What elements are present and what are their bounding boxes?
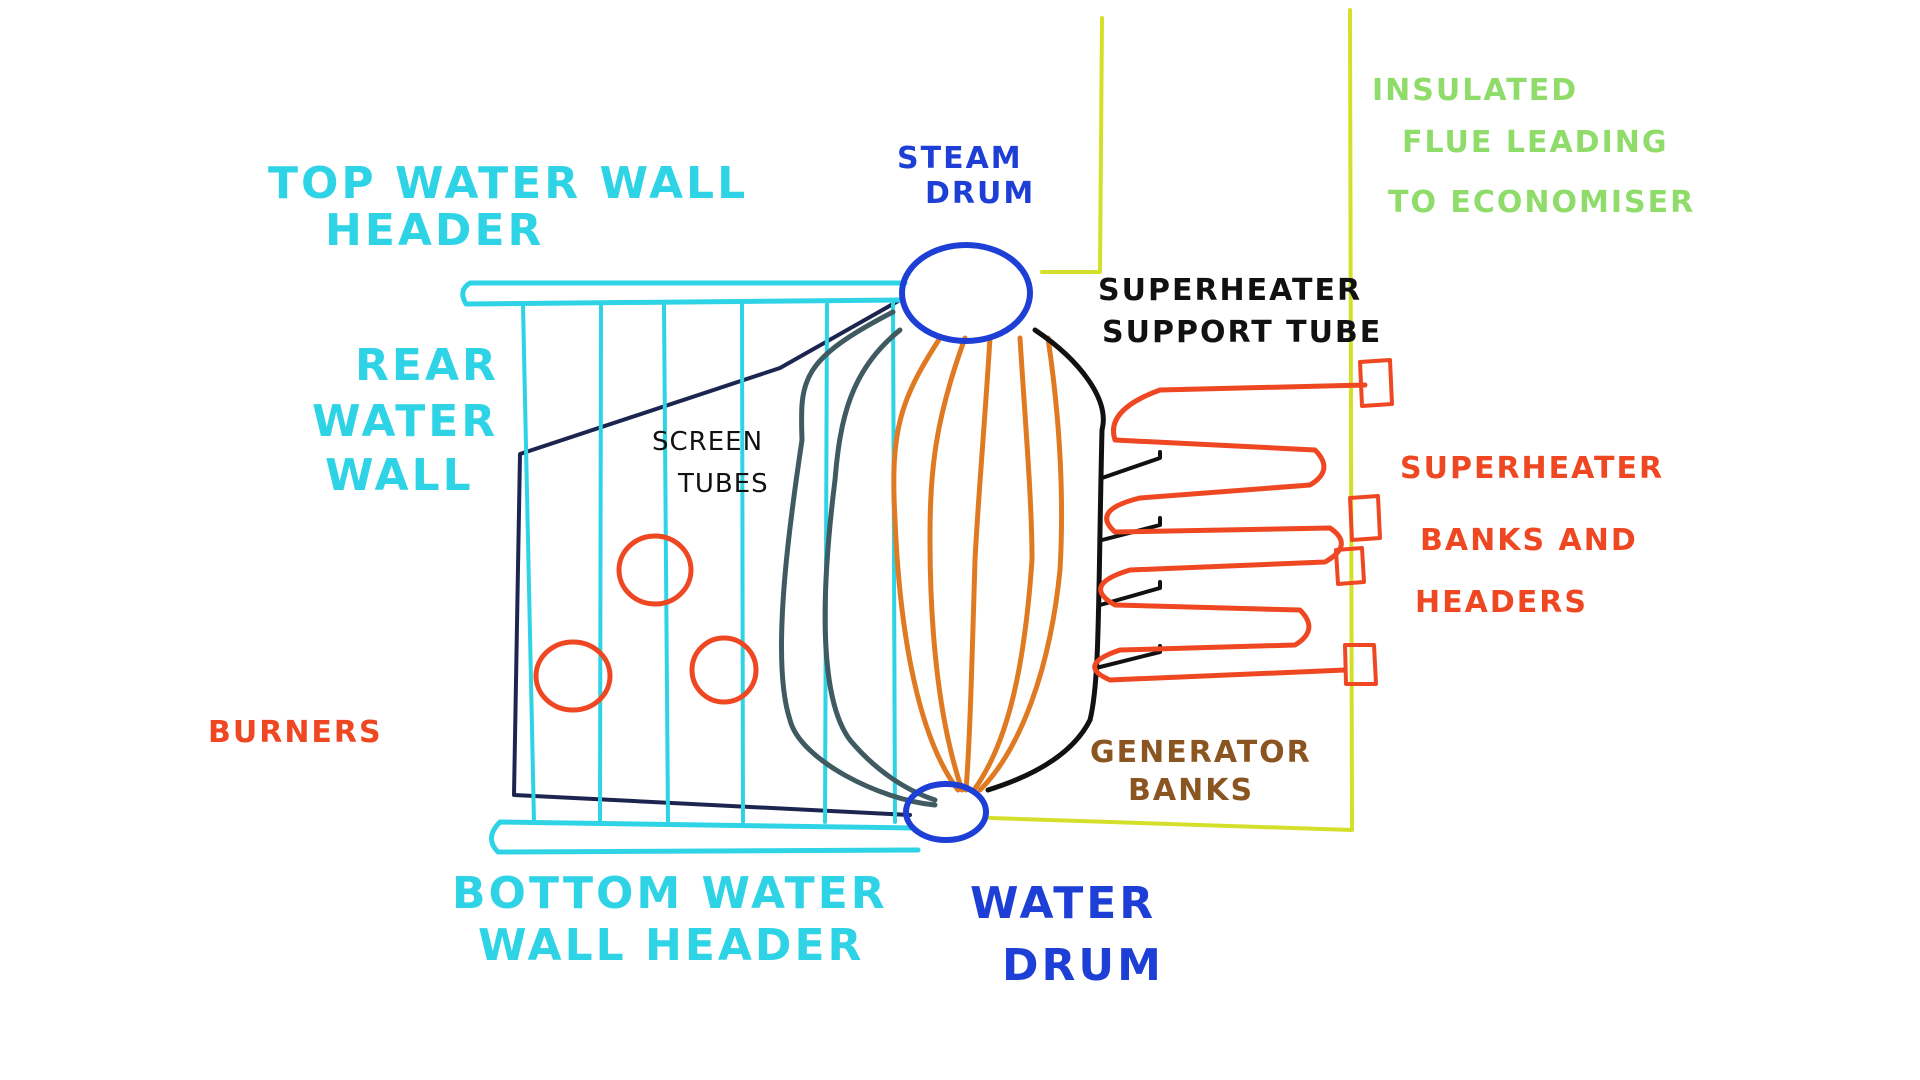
label-line: INSULATED	[1372, 73, 1578, 108]
label-bottom-water-wall-header: BOTTOM WATER WALL HEADER	[452, 868, 888, 971]
rear-water-wall-outline	[512, 298, 912, 817]
label-line: FLUE LEADING	[1402, 125, 1668, 160]
label-line: HEADER	[325, 205, 544, 256]
label-line: STEAM	[897, 141, 1023, 176]
label-water-drum: WATER DRUM	[970, 878, 1164, 991]
superheater-support-tube	[985, 327, 1106, 793]
label-line: DRUM	[925, 176, 1035, 211]
generator-bank-tubes	[891, 335, 1064, 793]
label-superheater-support-tube: SUPERHEATER SUPPORT TUBE	[1098, 273, 1382, 350]
label-line: DRUM	[1002, 940, 1164, 991]
label-line: REAR	[355, 340, 499, 391]
label-line: SUPERHEATER	[1098, 273, 1362, 308]
superheater-serpentine	[1092, 382, 1368, 683]
label-line: BANKS	[1128, 773, 1254, 808]
superheater-headers	[1334, 358, 1394, 686]
label-line: SUPPORT TUBE	[1102, 315, 1382, 350]
label-generator-banks: GENERATOR BANKS	[1090, 735, 1312, 808]
label-line: TUBES	[677, 469, 769, 499]
water-wall-tubes	[521, 298, 897, 824]
label-line: BOTTOM WATER	[452, 868, 888, 919]
label-line: WATER	[970, 878, 1156, 929]
label-line: HEADERS	[1415, 585, 1588, 620]
label-line: BANKS AND	[1420, 523, 1638, 558]
label-insulated-flue: INSULATED FLUE LEADING TO ECONOMISER	[1372, 73, 1695, 220]
burner-circles	[533, 533, 759, 713]
label-line: GENERATOR	[1090, 735, 1312, 770]
label-line: TO ECONOMISER	[1388, 185, 1695, 220]
bottom-water-wall-header	[489, 819, 921, 855]
steam-drum	[899, 242, 1033, 344]
label-top-water-wall-header: TOP WATER WALL HEADER	[268, 158, 748, 256]
support-brackets	[1094, 450, 1162, 670]
label-line: TOP WATER WALL	[268, 158, 748, 209]
flue-casing	[988, 8, 1354, 832]
label-line: SUPERHEATER	[1400, 451, 1664, 486]
label-superheater-banks: SUPERHEATER BANKS AND HEADERS	[1400, 451, 1664, 620]
label-line: WALL	[325, 450, 474, 501]
water-drum	[903, 781, 989, 843]
label-rear-water-wall: REAR WATER WALL	[312, 340, 499, 501]
label-line: WALL HEADER	[478, 920, 864, 971]
label-line: WATER	[312, 396, 498, 447]
top-water-wall-header	[460, 280, 908, 307]
screen-tubes-lines	[779, 309, 938, 808]
label-burners: BURNERS	[208, 715, 383, 750]
label-line: SCREEN	[652, 427, 763, 457]
label-steam-drum: STEAM DRUM	[897, 141, 1035, 211]
label-screen-tubes: SCREEN TUBES	[652, 427, 769, 499]
